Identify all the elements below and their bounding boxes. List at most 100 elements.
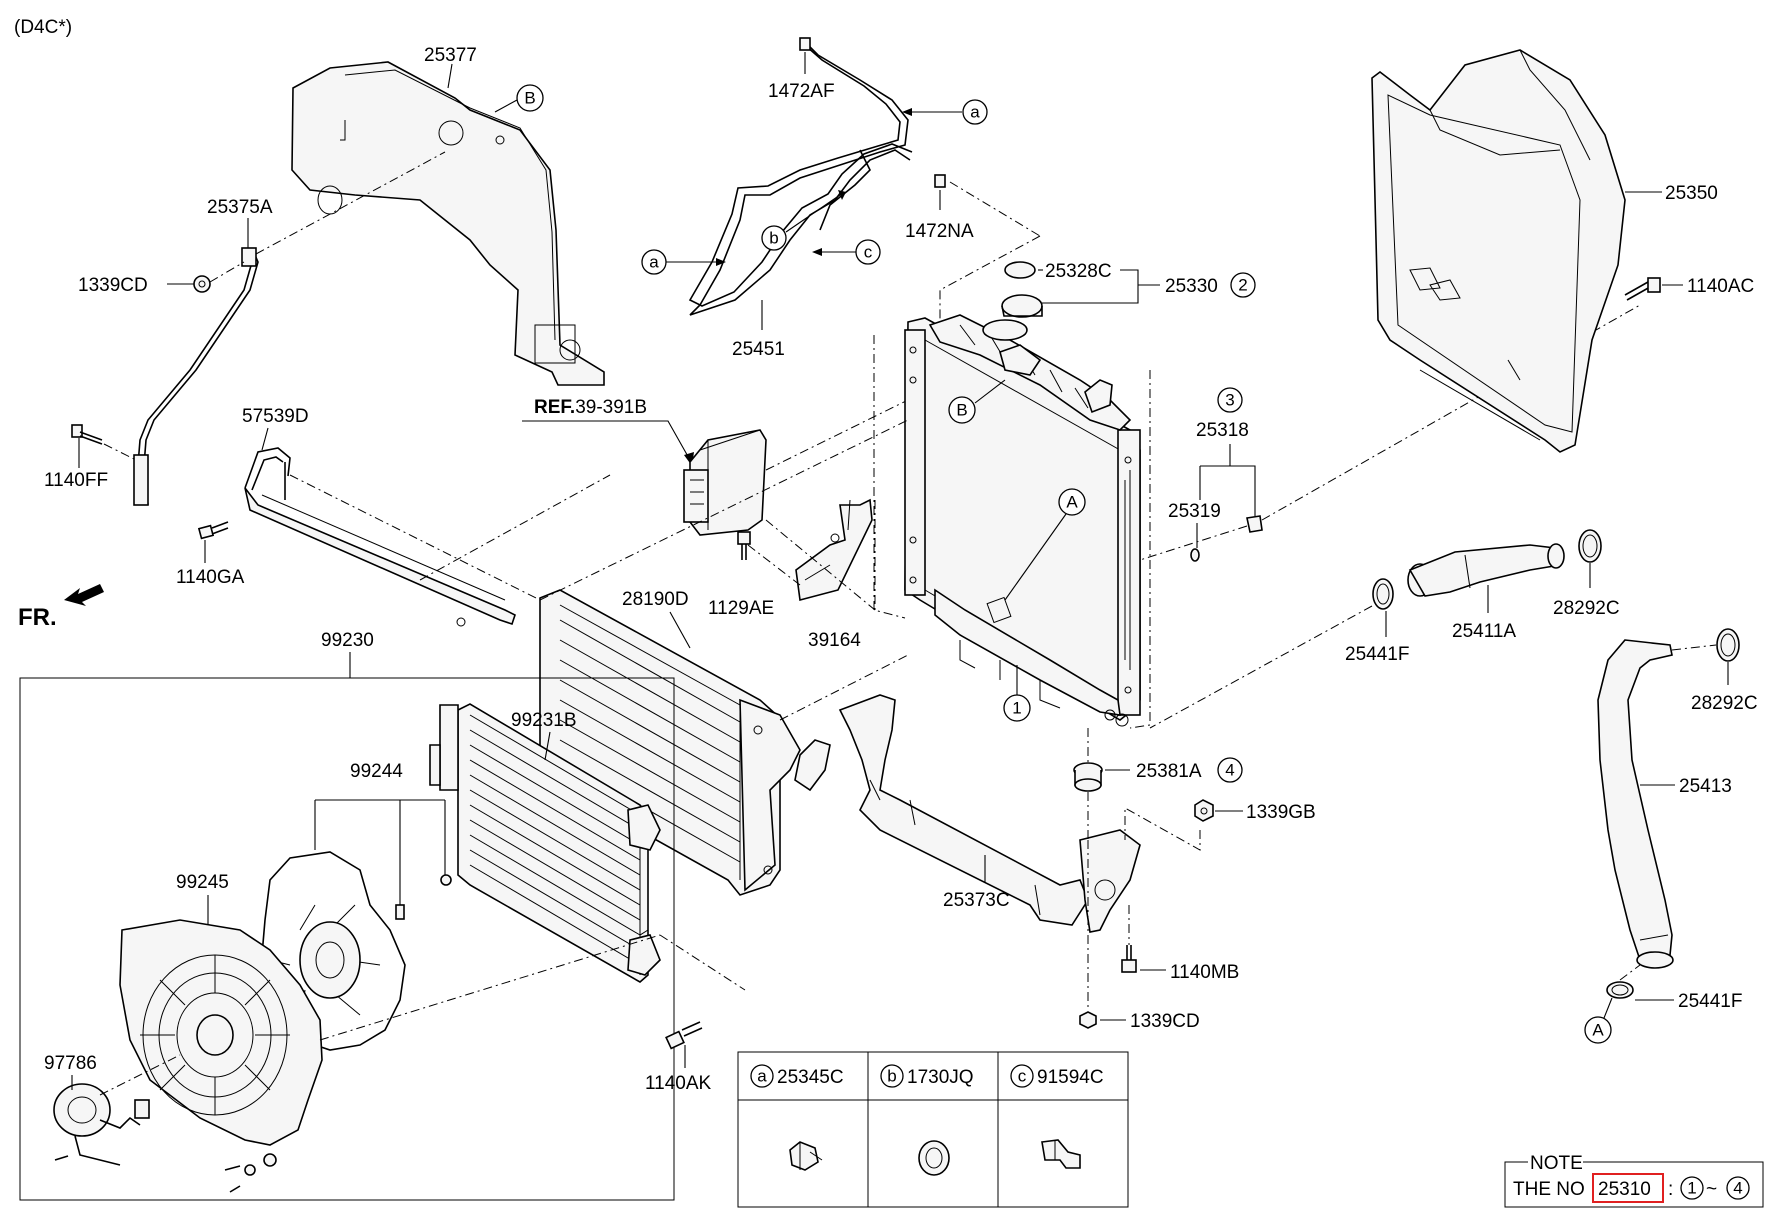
hose-clamp-28292C-bottom xyxy=(1716,628,1740,662)
part-label-1339GB: 1339GB xyxy=(1246,802,1316,823)
part-label-1339CD-top: 1339CD xyxy=(78,275,148,296)
fan-shroud-25350 xyxy=(1371,49,1626,453)
legend-item-b: b 1730JQ xyxy=(880,1064,974,1176)
kit-box-99230 xyxy=(19,677,675,1201)
svg-text:a: a xyxy=(649,253,659,272)
part-label-1140FF: 1140FF xyxy=(44,470,108,491)
callout-a-left: a xyxy=(641,249,667,275)
svg-text:25345C: 25345C xyxy=(777,1067,844,1088)
engine-shroud-25377 xyxy=(291,61,605,386)
bolt-1140GA xyxy=(197,521,229,540)
ecu-bracket-39164 xyxy=(795,498,873,602)
bolt-1129AE xyxy=(737,531,751,560)
note-box: NOTE THE NO 25310 : 1 ~ 4 xyxy=(1504,1153,1764,1208)
overflow-hose-25451 xyxy=(688,37,946,316)
svg-text:3: 3 xyxy=(1225,391,1234,410)
svg-text:B: B xyxy=(956,401,967,420)
part-label-28292C-bottom: 28292C xyxy=(1691,693,1758,714)
callout-4: 4 xyxy=(1217,757,1243,783)
legend-item-c: c 91594C xyxy=(1010,1064,1104,1169)
svg-text:4: 4 xyxy=(1225,761,1234,780)
part-label-28292C-top: 28292C xyxy=(1553,598,1620,619)
part-label-1129AE: 1129AE xyxy=(708,598,774,619)
lower-hose-25413 xyxy=(1597,639,1674,969)
callout-A-radiator: A xyxy=(1058,488,1086,516)
svg-text:2: 2 xyxy=(1238,276,1247,295)
clip-icon-c xyxy=(1041,1139,1081,1169)
part-label-57539D: 57539D xyxy=(242,406,309,427)
upper-hose-25411A xyxy=(1407,543,1565,597)
note-assembly-number: 25310 xyxy=(1598,1179,1651,1200)
svg-text:B: B xyxy=(524,89,535,108)
callout-c: c xyxy=(855,239,881,265)
front-arrow-icon xyxy=(64,584,104,606)
part-label-99245: 99245 xyxy=(176,872,229,893)
note-range-separator: ~ xyxy=(1706,1179,1717,1200)
part-label-25451: 25451 xyxy=(732,339,785,360)
bolt-1140AC xyxy=(1624,277,1661,301)
callout-2: 2 xyxy=(1230,272,1256,298)
note-assembly-highlight xyxy=(1592,1173,1664,1203)
part-label-25319: 25319 xyxy=(1168,501,1221,522)
fan-shroud-99245 xyxy=(119,919,323,1146)
condenser-99231B xyxy=(429,703,661,983)
part-label-28190D: 28190D xyxy=(622,589,689,610)
nut-1339GB xyxy=(1194,799,1214,822)
svg-text:1: 1 xyxy=(1687,1179,1696,1198)
callout-1: 1 xyxy=(1003,694,1031,722)
part-label-25377: 25377 xyxy=(424,45,477,66)
diagram-code: (D4C*) xyxy=(14,17,72,38)
part-label-25411A: 25411A xyxy=(1452,621,1516,642)
bolt-1140AK xyxy=(665,1021,703,1050)
part-label-1339CD-bottom: 1339CD xyxy=(1130,1011,1200,1032)
part-label-25413: 25413 xyxy=(1679,776,1732,797)
clip-icon-a xyxy=(789,1141,823,1171)
part-label-39164: 39164 xyxy=(808,630,861,651)
part-label-99244: 99244 xyxy=(350,761,403,782)
svg-text:A: A xyxy=(1066,493,1078,512)
front-label: FR. xyxy=(18,604,57,631)
part-label-25375A: 25375A xyxy=(207,197,273,218)
note-title: NOTE xyxy=(1530,1153,1583,1174)
stay-rod-25375A xyxy=(133,247,259,506)
svg-text:91594C: 91594C xyxy=(1037,1067,1104,1088)
bolt-1140MB xyxy=(1121,945,1137,973)
svg-text:4: 4 xyxy=(1733,1179,1742,1198)
ecu-module xyxy=(683,429,767,536)
callout-B-top: B xyxy=(516,84,544,112)
note-range-start: 1 xyxy=(1680,1176,1704,1200)
fan-motor-97786 xyxy=(53,1083,150,1166)
callout-A-bottom: A xyxy=(1584,1016,1612,1044)
ref-label: REF.39-391B xyxy=(534,397,647,418)
note-separator: : xyxy=(1668,1179,1673,1200)
hose-clamp-28292C-top xyxy=(1578,529,1602,563)
nut-1339CD-top xyxy=(193,275,211,293)
bracket-bar-57539D xyxy=(244,447,516,627)
svg-text:c: c xyxy=(864,243,873,262)
svg-text:1730JQ: 1730JQ xyxy=(907,1067,974,1088)
hose-clamp-25441F-top xyxy=(1372,578,1394,610)
part-label-1140AK: 1140AK xyxy=(645,1073,712,1094)
legend-item-a: a 25345C xyxy=(750,1064,844,1171)
part-label-1140GA: 1140GA xyxy=(176,567,245,588)
part-label-25350: 25350 xyxy=(1665,183,1718,204)
part-label-1140AC: 1140AC xyxy=(1687,276,1754,297)
callout-3: 3 xyxy=(1217,387,1243,413)
insulator-25381A xyxy=(1073,762,1103,792)
svg-text:b: b xyxy=(769,229,778,248)
part-label-25441F-top: 25441F xyxy=(1345,644,1409,665)
screws-kit xyxy=(224,1153,277,1193)
drain-plug-25318 xyxy=(1190,515,1263,562)
callout-b: b xyxy=(761,225,787,251)
part-label-25330: 25330 xyxy=(1165,276,1218,297)
front-arrow: FR. xyxy=(18,584,104,631)
note-prefix: THE NO xyxy=(1513,1179,1585,1200)
part-label-25381A: 25381A xyxy=(1136,761,1202,782)
clip-legend-table: a 25345C b 1730JQ c 91594C xyxy=(737,1051,1129,1208)
callout-a-top: a xyxy=(962,99,988,125)
part-label-25318: 25318 xyxy=(1196,420,1249,441)
part-label-25328C: 25328C xyxy=(1045,261,1112,282)
bolt-1140FF xyxy=(71,424,103,445)
part-label-99231B: 99231B xyxy=(511,710,577,731)
